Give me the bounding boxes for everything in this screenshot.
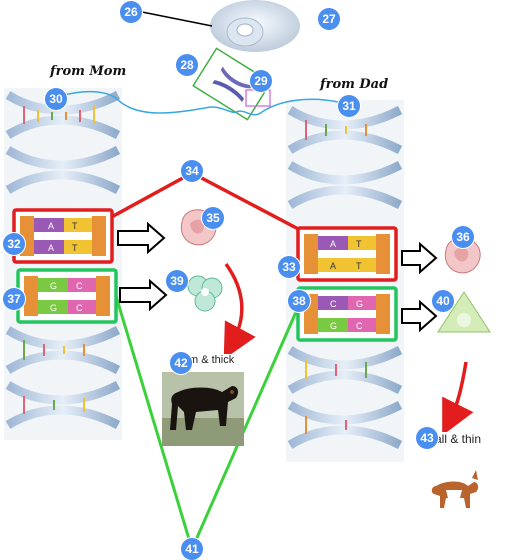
badge-35: 35	[202, 207, 224, 229]
protein-39	[187, 275, 223, 312]
gene-letter: C	[330, 299, 337, 309]
badge-43: 43	[416, 427, 438, 449]
badge-41: 41	[181, 538, 203, 560]
badge-32: 32	[3, 233, 25, 255]
badge-34: 34	[181, 160, 203, 182]
gene-letter: A	[330, 239, 336, 249]
badge-39: 39	[166, 270, 188, 292]
spool-image	[210, 0, 300, 52]
gene-letter: A	[48, 221, 54, 231]
gene-letter: A	[330, 261, 336, 271]
red-arrow-dad	[442, 361, 474, 436]
basenji-image	[431, 470, 479, 508]
dad-dog-caption: all & thin	[434, 432, 483, 446]
red-arrow-mom	[223, 262, 256, 360]
gene-letter: T	[356, 239, 362, 249]
mom-gene-box-red: A T A T	[12, 208, 114, 264]
mom-gene-box-green: G C G C	[16, 268, 118, 324]
mom-dna-helix	[4, 88, 122, 440]
badge-29: 29	[250, 70, 272, 92]
gene-letter: T	[356, 261, 362, 271]
arrow-dad-top	[401, 241, 438, 275]
protein-36	[444, 237, 481, 274]
mom-dog-caption: m & thick	[188, 354, 236, 366]
protein-40	[437, 291, 491, 333]
block-arrows	[117, 221, 438, 333]
badge-27: 27	[318, 8, 340, 30]
gene-letter: C	[76, 303, 83, 313]
arrow-mom-bottom	[119, 278, 168, 312]
from-mom-label: from Mom	[50, 64, 127, 79]
badge-42: 42	[170, 352, 192, 374]
dad-gene-box-green: C G G C	[296, 286, 398, 342]
badge-40: 40	[432, 290, 454, 312]
rottweiler-photo	[162, 372, 244, 446]
arrow-mom-top	[117, 221, 166, 255]
from-dad-label: from Dad	[320, 77, 389, 92]
gene-letter: G	[50, 303, 57, 313]
gene-letter: G	[356, 299, 363, 309]
gene-letter: G	[50, 281, 57, 291]
gene-letter: G	[330, 321, 337, 331]
gene-letter: A	[48, 243, 54, 253]
gene-letter: T	[72, 243, 78, 253]
badge-37: 37	[3, 288, 25, 310]
gene-letter: T	[72, 221, 78, 231]
arrow-dad-bottom	[401, 299, 438, 333]
badge-36: 36	[452, 226, 474, 248]
badge-33: 33	[278, 256, 300, 278]
leader-26	[141, 11, 213, 27]
badge-26: 26	[120, 1, 142, 23]
chromatin-strand	[59, 90, 339, 116]
gene-letter: C	[76, 281, 83, 291]
badge-28: 28	[176, 54, 198, 76]
badge-30: 30	[45, 88, 67, 110]
badge-38: 38	[288, 290, 310, 312]
badge-31: 31	[338, 95, 360, 117]
dad-gene-box-red: A T A T	[296, 226, 398, 282]
gene-letter: C	[356, 321, 363, 331]
